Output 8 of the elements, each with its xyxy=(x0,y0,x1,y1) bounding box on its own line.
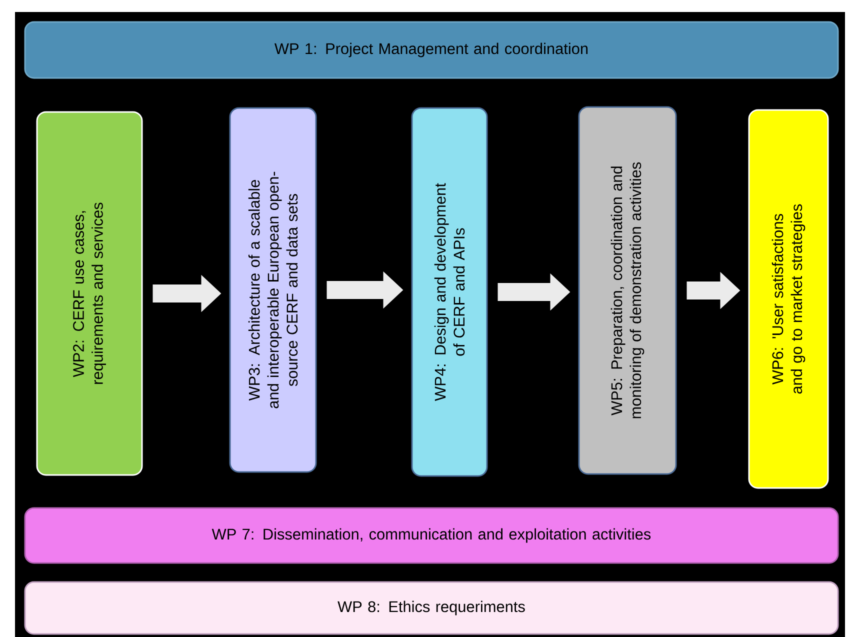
work-package-column: WP2: CERF use cases, requirements and services xyxy=(36,111,143,476)
work-package-column: WP5: Preparation, coordination and monitoring of demonstration activities xyxy=(578,106,677,475)
work-package-bar: WP 8: Ethics requeriments xyxy=(24,581,839,635)
work-package-column: WP4: Design and development of CERF and APIs xyxy=(411,107,488,477)
work-package-bar: WP 7: Dissemination, communication and exploitation activities xyxy=(24,507,839,564)
work-package-bar: WP 1: Project Management and coordination xyxy=(24,21,839,79)
work-package-column: WP3: Architecture of a scalable and interoperable European open-source CERF and data sets xyxy=(229,107,317,473)
work-package-column: WP6: 'User satisfactions and go to market strategies xyxy=(748,109,829,489)
